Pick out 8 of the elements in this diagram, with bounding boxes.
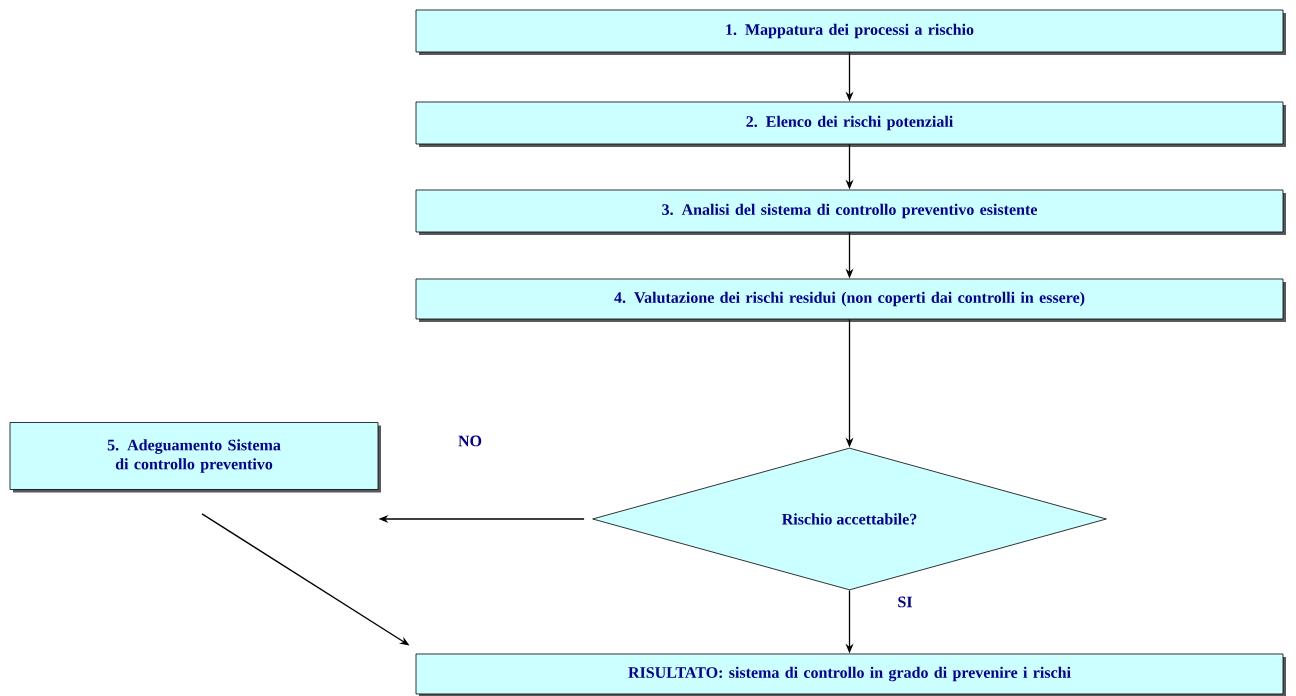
process-box: 4. Valutazione dei rischi residui (non coperti dai controlli in essere)	[415, 278, 1286, 322]
edge-label: NO	[457, 434, 483, 448]
result-box: RISULTATO: sistema di controllo in grado di prevenire i rischi	[415, 653, 1286, 696]
process-box: 1. Mappatura dei processi a rischio	[415, 9, 1286, 55]
process-box: 5. Adeguamento Sistema di controllo preventivo	[9, 422, 381, 493]
process-box: 3. Analisi del sistema di controllo preventivo esistente	[415, 189, 1286, 235]
process-box: 2. Elenco dei rischi potenziali	[415, 101, 1286, 147]
edge-label: SI	[896, 595, 914, 609]
